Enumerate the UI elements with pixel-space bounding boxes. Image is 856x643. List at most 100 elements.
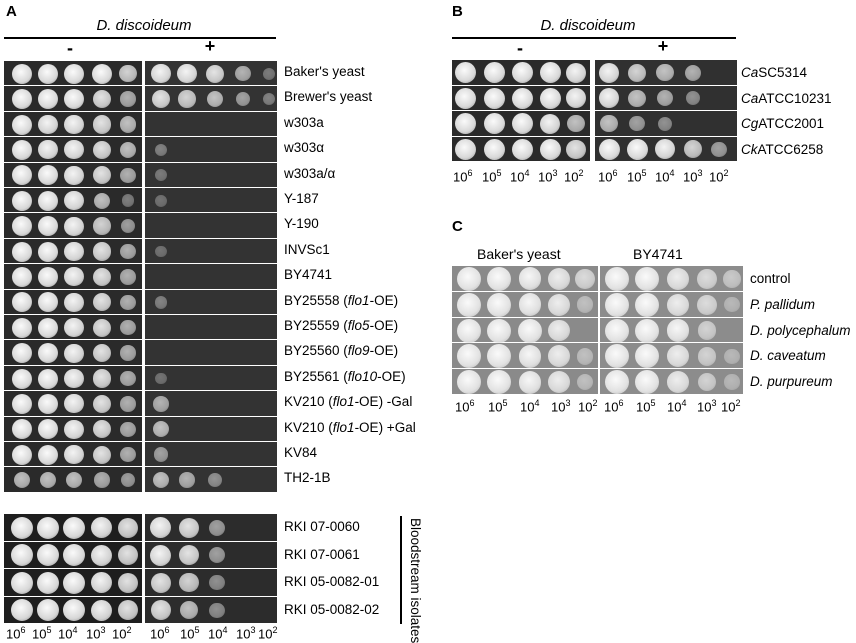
panel-a-minus-spot	[38, 292, 58, 313]
panel-a-blood-minus-spot	[63, 544, 85, 567]
panel-a-blood-plus-spot	[150, 600, 171, 621]
panel-a-minus-spot	[64, 89, 84, 110]
panel-a-minus-spot	[92, 445, 112, 464]
panel-b-minus-spot	[565, 88, 587, 109]
panel-b-minus-spot	[483, 113, 505, 135]
panel-a-minus-spot	[92, 293, 112, 312]
panel-a-minus-spot	[12, 89, 32, 110]
panel-b-dilution: 103	[538, 168, 558, 185]
panel-a-plus-spot	[208, 473, 222, 487]
panel-a-minus-spot	[13, 471, 31, 489]
panel-b-plus-spot	[600, 115, 618, 133]
panel-c-right-spot	[605, 370, 629, 395]
panel-b-dilution: 102	[709, 168, 729, 185]
panel-c-right-spot	[635, 370, 659, 395]
panel-c-dilution: 102	[721, 398, 741, 415]
panel-c-condition-label: D. caveatum	[750, 348, 826, 364]
panel-a-blood-minus-spot	[91, 572, 113, 594]
panel-a-minus-spot	[12, 266, 32, 287]
panel-a-minus-spot	[120, 446, 136, 463]
panel-a-strain-label: w303a	[284, 114, 324, 130]
panel-a-minus-spot	[12, 165, 32, 186]
panel-a-plus-strip-11	[145, 340, 277, 365]
panel-c-condition-label: D. purpureum	[750, 374, 833, 390]
panel-c-right-spot	[724, 374, 740, 390]
panel-a-minus-spot	[92, 140, 112, 159]
panel-a-minus-spot	[92, 166, 112, 185]
panel-a-species: D. discoideum	[96, 17, 192, 34]
panel-b-header-rule	[452, 37, 736, 39]
panel-a-plus-spot	[151, 90, 171, 109]
panel-a-minus-dilution: 105	[32, 625, 52, 642]
panel-a-plus-strip-6	[145, 213, 277, 238]
panel-c-left-spot	[518, 344, 542, 368]
panel-a-blood-plus-spot	[209, 575, 225, 591]
panel-a-minus-spot	[12, 343, 32, 364]
panel-a-plus-spot	[177, 64, 197, 84]
panel-a-blood-minus-spot	[37, 516, 59, 539]
panel-b-strain-label: CgATCC2001	[741, 116, 825, 131]
panel-a-minus-spot	[38, 216, 58, 237]
panel-a-minus-spot	[93, 217, 111, 235]
panel-a-strain-label: BY25561 (flo10-OE)	[284, 368, 406, 384]
panel-b-plus-spot	[627, 63, 647, 82]
panel-a-minus-spot	[92, 242, 112, 261]
panel-b-minus-spot	[511, 62, 533, 84]
panel-a-blood-plus-spot	[178, 545, 199, 566]
panel-c-left-spot	[576, 296, 594, 313]
panel-a-minus-spot	[120, 345, 136, 361]
panel-a-minus-spot	[119, 141, 137, 159]
panel-a-plus-strip-7	[145, 238, 277, 264]
panel-a-plus-strip-8	[145, 264, 277, 289]
panel-a-minus-spot	[12, 190, 32, 211]
panel-c-right-spot	[667, 345, 689, 368]
panel-a-minus-sign: -	[67, 38, 73, 58]
panel-a-plus-spot	[235, 65, 251, 82]
panel-c-right-spot	[605, 292, 629, 317]
panel-a-plus-dilution: 103	[236, 625, 256, 642]
panel-a-strain-label: Y-190	[284, 216, 319, 232]
panel-a-plus-spot	[154, 143, 168, 157]
panel-a-strain-label: BY25560 (flo9-OE)	[284, 343, 399, 359]
panel-a-minus-spot	[38, 63, 58, 84]
panel-a-minus-spot	[120, 243, 136, 260]
panel-b-strain-label: CkATCC6258	[741, 141, 824, 157]
panel-b-dilution: 102	[564, 168, 584, 185]
panel-a-minus-dilution: 104	[58, 625, 78, 642]
panel-a-minus-spot	[12, 139, 32, 160]
panel-a-minus-spot	[12, 114, 32, 135]
panel-c-left-spot	[457, 318, 481, 343]
panel-a-minus-spot	[38, 89, 58, 110]
panel-c-right-spot	[605, 266, 629, 291]
panel-c-right-spot	[605, 318, 629, 343]
panel-a-plus-spot	[178, 90, 196, 108]
panel-c-right-spot	[724, 348, 740, 364]
panel-c-dilution: 105	[636, 398, 656, 415]
panel-a-plus-spot	[151, 64, 171, 84]
panel-c-left-spot	[548, 345, 570, 368]
panel-a-minus-spot	[64, 318, 84, 338]
panel-a-minus-spot	[92, 394, 112, 413]
panel-a-minus-spot	[12, 368, 32, 389]
panel-a-plus-spot	[262, 67, 276, 80]
panel-c-right-spot	[697, 347, 717, 366]
panel-b-plus-strip-2	[595, 111, 737, 136]
panel-a-strain-label: Brewer's yeast	[284, 89, 373, 105]
panel-c-right-spot	[667, 267, 689, 290]
panel-a-strain-label: BY25558 (flo1-OE)	[284, 292, 399, 308]
panel-a-letter: A	[6, 3, 17, 20]
panel-a-minus-spot	[38, 317, 58, 338]
panel-a-minus-spot	[92, 369, 112, 388]
panel-b-minus-spot	[511, 138, 533, 160]
panel-a-plus-dilution: 105	[180, 625, 200, 642]
panel-b-letter: B	[452, 3, 463, 20]
panel-a-minus-spot	[92, 344, 112, 363]
panel-a-minus-spot	[38, 165, 58, 186]
panel-a-blood-minus-spot	[11, 516, 33, 539]
panel-a-minus-spot	[38, 343, 58, 364]
panel-a-minus-spot	[64, 368, 84, 389]
panel-a-minus-spot	[120, 370, 136, 387]
panel-a-bloodstream-label: RKI 05-0082-02	[284, 601, 380, 617]
panel-a-blood-plus-spot	[150, 544, 172, 566]
panel-a-minus-spot	[120, 218, 136, 234]
